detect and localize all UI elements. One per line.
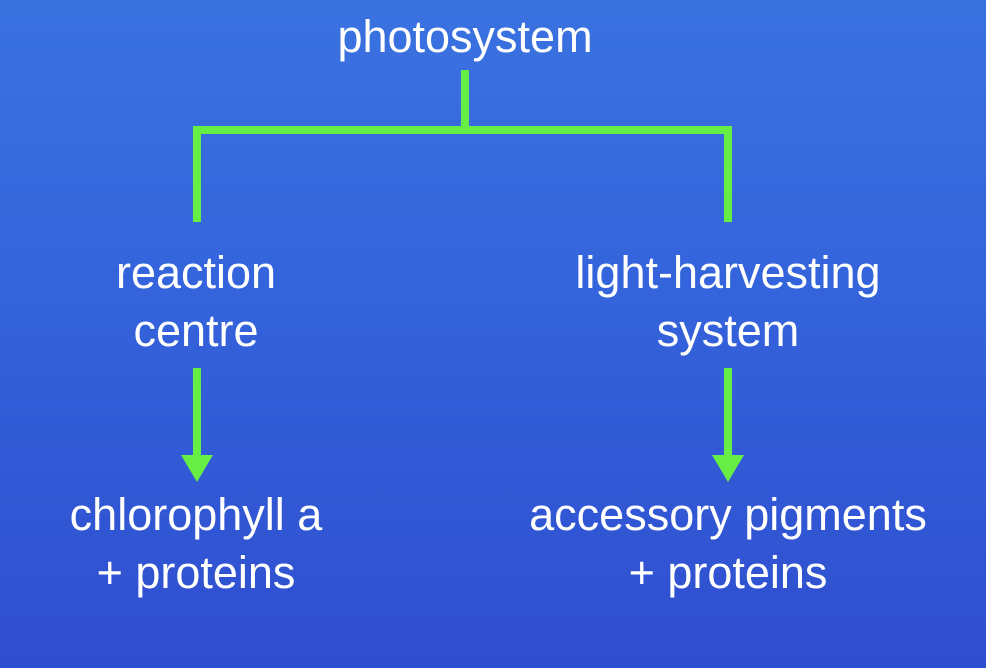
reaction-centre-label-line-2: centre — [133, 305, 259, 356]
accessory-pigments-label-line-1: accessory pigments — [529, 489, 927, 540]
reaction-centre-label-line-1: reaction — [115, 247, 277, 298]
light-harvesting-label-line-2: system — [656, 305, 800, 356]
branch-bracket-line — [193, 126, 732, 222]
reaction-centre-node: reaction centre — [46, 244, 346, 360]
chlorophyll-label-line-1: chlorophyll a — [69, 489, 323, 540]
chlorophyll-proteins-node: chlorophyll a + proteins — [16, 486, 376, 602]
light-harvesting-arrowhead — [712, 455, 744, 482]
accessory-pigments-label-line-2: + proteins — [628, 547, 828, 598]
chlorophyll-label-line-2: + proteins — [96, 547, 296, 598]
photosystem-node: photosystem — [265, 8, 665, 66]
light-harvesting-label-line-1: light-harvesting — [575, 247, 881, 298]
photosystem-label: photosystem — [337, 11, 593, 62]
accessory-pigments-proteins-node: accessory pigments + proteins — [488, 486, 968, 602]
reaction-centre-arrowhead — [181, 455, 213, 482]
light-harvesting-system-node: light-harvesting system — [508, 244, 948, 360]
